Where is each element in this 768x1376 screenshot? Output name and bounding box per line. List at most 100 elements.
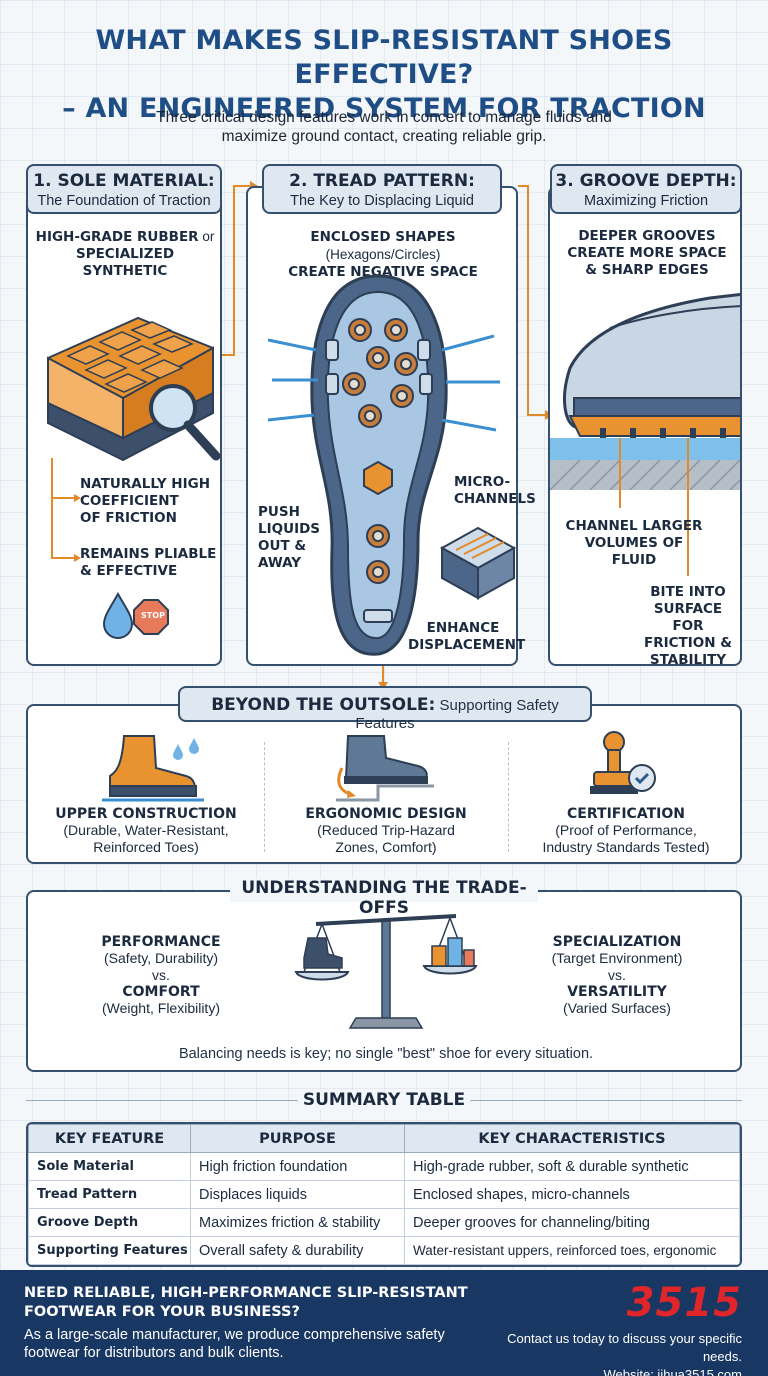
feature-upper-construction: UPPER CONSTRUCTION (Durable, Water-Resis… [28, 806, 264, 856]
divider-2 [508, 742, 509, 852]
footer-text-line-1: As a large-scale manufacturer, we produc… [24, 1327, 445, 1343]
tread-pattern-title: 2. TREAD PATTERN: [289, 171, 475, 191]
table-cell: Groove Depth [28, 1208, 191, 1237]
deep-line-3: & SHARP EDGES [585, 262, 709, 278]
tradeoff-right: SPECIALIZATION (Target Environment) vs. … [512, 934, 722, 1017]
enhance-displacement-caption: ENHANCE DISPLACEMENT [408, 620, 526, 654]
shoe-sole-tread-illustration [268, 274, 500, 656]
material-or: or [198, 229, 215, 244]
tradeoff-comfort-sub: (Weight, Flexibility) [102, 1000, 220, 1016]
footer-heading-line-1: NEED RELIABLE, HIGH-PERFORMANCE SLIP-RES… [24, 1285, 468, 1301]
tradeoff-comfort: COMFORT [122, 984, 200, 1000]
table-cell: Maximizes friction & stability [190, 1208, 405, 1237]
beyond-title-rest: Supporting Safety Features [355, 697, 559, 732]
groove-depth-subtitle: Maximizing Friction [583, 193, 709, 209]
title-line-2: – AN ENGINEERED SYSTEM FOR TRACTION [62, 93, 706, 124]
micro-line-1: MICRO- [454, 474, 511, 490]
point1-line-3: OF FRICTION [80, 510, 177, 526]
footer-banner: NEED RELIABLE, HIGH-PERFORMANCE SLIP-RES… [0, 1270, 768, 1376]
friction-caption: NATURALLY HIGH COEFFICIENT OF FRICTION [80, 476, 220, 527]
tradeoff-note: Balancing needs is key; no single "best"… [178, 1046, 594, 1062]
material-line-1: HIGH-GRADE RUBBER [35, 229, 199, 245]
push-line-3: OUT & [258, 538, 307, 554]
footer-text-line-2: footwear for distributors and bulk clien… [24, 1345, 284, 1361]
feature-desc-line-1: (Proof of Performance, [555, 822, 697, 838]
bite-line-1: BITE INTO [650, 584, 726, 600]
footer-heading: NEED RELIABLE, HIGH-PERFORMANCE SLIP-RES… [24, 1284, 484, 1322]
groove-depth-title: 3. GROOVE DEPTH: [555, 171, 737, 191]
tradeoff-versatility-sub: (Varied Surfaces) [563, 1000, 671, 1016]
feature-heading: ERGONOMIC DESIGN [305, 806, 467, 822]
divider-1 [264, 742, 265, 852]
point1-line-1: NATURALLY HIGH [80, 476, 210, 492]
sole-material-title: 1. SOLE MATERIAL: [33, 171, 215, 191]
micro-channels-detail-icon [439, 526, 517, 600]
enclosed-shapes-caption: ENCLOSED SHAPES (Hexagons/Circles) CREAT… [252, 228, 514, 281]
table-row: Supporting Features Overall safety & dur… [28, 1236, 740, 1265]
footer-contact-text: Contact us today to discuss your specifi… [507, 1331, 742, 1364]
tradeoffs-panel: PERFORMANCE (Safety, Durability) vs. COM… [26, 890, 742, 1072]
shapes-paren: (Hexagons/Circles) [325, 247, 441, 262]
summary-table: KEY FEATURE PURPOSE KEY CHARACTERISTICS … [26, 1122, 742, 1267]
table-row: Sole Material High friction foundation H… [28, 1152, 740, 1181]
intro-text: Three critical design features work in c… [60, 108, 708, 146]
footer-contact: Contact us today to discuss your specifi… [470, 1330, 742, 1376]
table-cell: Deeper grooves for channeling/biting [404, 1208, 740, 1237]
groove-pointer-lines [619, 438, 689, 576]
tread-pattern-panel: ENCLOSED SHAPES (Hexagons/Circles) CREAT… [246, 186, 536, 666]
bite-line-4: STABILITY [649, 652, 727, 666]
tradeoff-vs: vs. [152, 967, 170, 983]
feature-desc-line-2: Reinforced Toes) [93, 839, 199, 855]
groove-depth-panel: DEEPER GROOVES CREATE MORE SPACE & SHARP… [548, 186, 742, 666]
work-boot-icon [102, 735, 204, 802]
tradeoff-specialization-sub: (Target Environment) [551, 950, 683, 966]
page-title: WHAT MAKES SLIP-RESISTANT SHOES EFFECTIV… [10, 24, 758, 126]
push-liquids-caption: PUSH LIQUIDS OUT & AWAY [258, 504, 328, 572]
point2-line-2: & EFFECTIVE [80, 563, 178, 579]
tradeoff-performance-sub: (Safety, Durability) [103, 950, 219, 966]
point1-line-2: COEFFICIENT [80, 493, 179, 509]
feature-certification: CERTIFICATION (Proof of Performance, Ind… [508, 806, 744, 856]
summary-title-text: SUMMARY TABLE [302, 1090, 466, 1110]
sole-material-subtitle: The Foundation of Traction [37, 193, 211, 209]
channel-line-3: FLUID [611, 552, 657, 568]
footer-website-link[interactable]: Website: jihua3515.com [603, 1367, 742, 1376]
table-header-row: KEY FEATURE PURPOSE KEY CHARACTERISTICS [28, 1124, 740, 1153]
stop-sign-icon [133, 599, 169, 635]
table-cell: High-grade rubber, soft & durable synthe… [404, 1152, 740, 1181]
bite-line-2: SURFACE FOR [653, 601, 723, 634]
bite-line-3: FRICTION & [643, 635, 733, 651]
brand-logo: 3515 [626, 1280, 742, 1326]
micro-channels-caption: MICRO- CHANNELS [454, 474, 536, 508]
tradeoffs-title-text: UNDERSTANDING THE TRADE-OFFS [241, 878, 527, 918]
feature-ergonomic-design: ERGONOMIC DESIGN (Reduced Trip-Hazard Zo… [264, 806, 508, 856]
tradeoff-vs: vs. [608, 967, 626, 983]
intro-line-1: Three critical design features work in c… [156, 109, 612, 126]
table-cell: High friction foundation [190, 1152, 405, 1181]
push-line-4: AWAY [258, 555, 302, 571]
micro-line-2: CHANNELS [454, 491, 536, 507]
point2-line-1: REMAINS PLIABLE [80, 546, 217, 562]
column-header: KEY FEATURE [28, 1124, 191, 1153]
feature-heading: UPPER CONSTRUCTION [55, 806, 237, 822]
table-row: Tread Pattern Displaces liquids Enclosed… [28, 1180, 740, 1209]
table-cell: Sole Material [28, 1152, 191, 1181]
material-line-2: SPECIALIZED SYNTHETIC [75, 246, 175, 279]
water-drop-icon [102, 591, 169, 639]
deeper-grooves-caption: DEEPER GROOVES CREATE MORE SPACE & SHARP… [554, 228, 740, 279]
footer-text: As a large-scale manufacturer, we produc… [24, 1326, 484, 1362]
feature-desc-line-2: Industry Standards Tested) [542, 839, 710, 855]
tradeoff-specialization: SPECIALIZATION [552, 934, 682, 950]
table-cell: Water-resistant uppers, reinforced toes,… [404, 1236, 740, 1265]
boot-icon [303, 937, 343, 969]
pliable-caption: REMAINS PLIABLE & EFFECTIVE [80, 546, 220, 580]
enhance-line-2: DISPLACEMENT [408, 637, 526, 653]
tread-pattern-title-box: 2. TREAD PATTERN: The Key to Displacing … [262, 164, 502, 214]
beyond-outsole-title: BEYOND THE OUTSOLE: Supporting Safety Fe… [178, 686, 592, 732]
push-line-2: LIQUIDS [258, 521, 321, 537]
beyond-outsole-panel: UPPER CONSTRUCTION (Durable, Water-Resis… [26, 704, 742, 864]
channel-line-1: CHANNEL LARGER [565, 518, 703, 534]
beyond-title-bold: BEYOND THE OUTSOLE: [211, 695, 436, 715]
tradeoff-left: PERFORMANCE (Safety, Durability) vs. COM… [56, 934, 266, 1017]
tradeoff-performance: PERFORMANCE [101, 934, 221, 950]
